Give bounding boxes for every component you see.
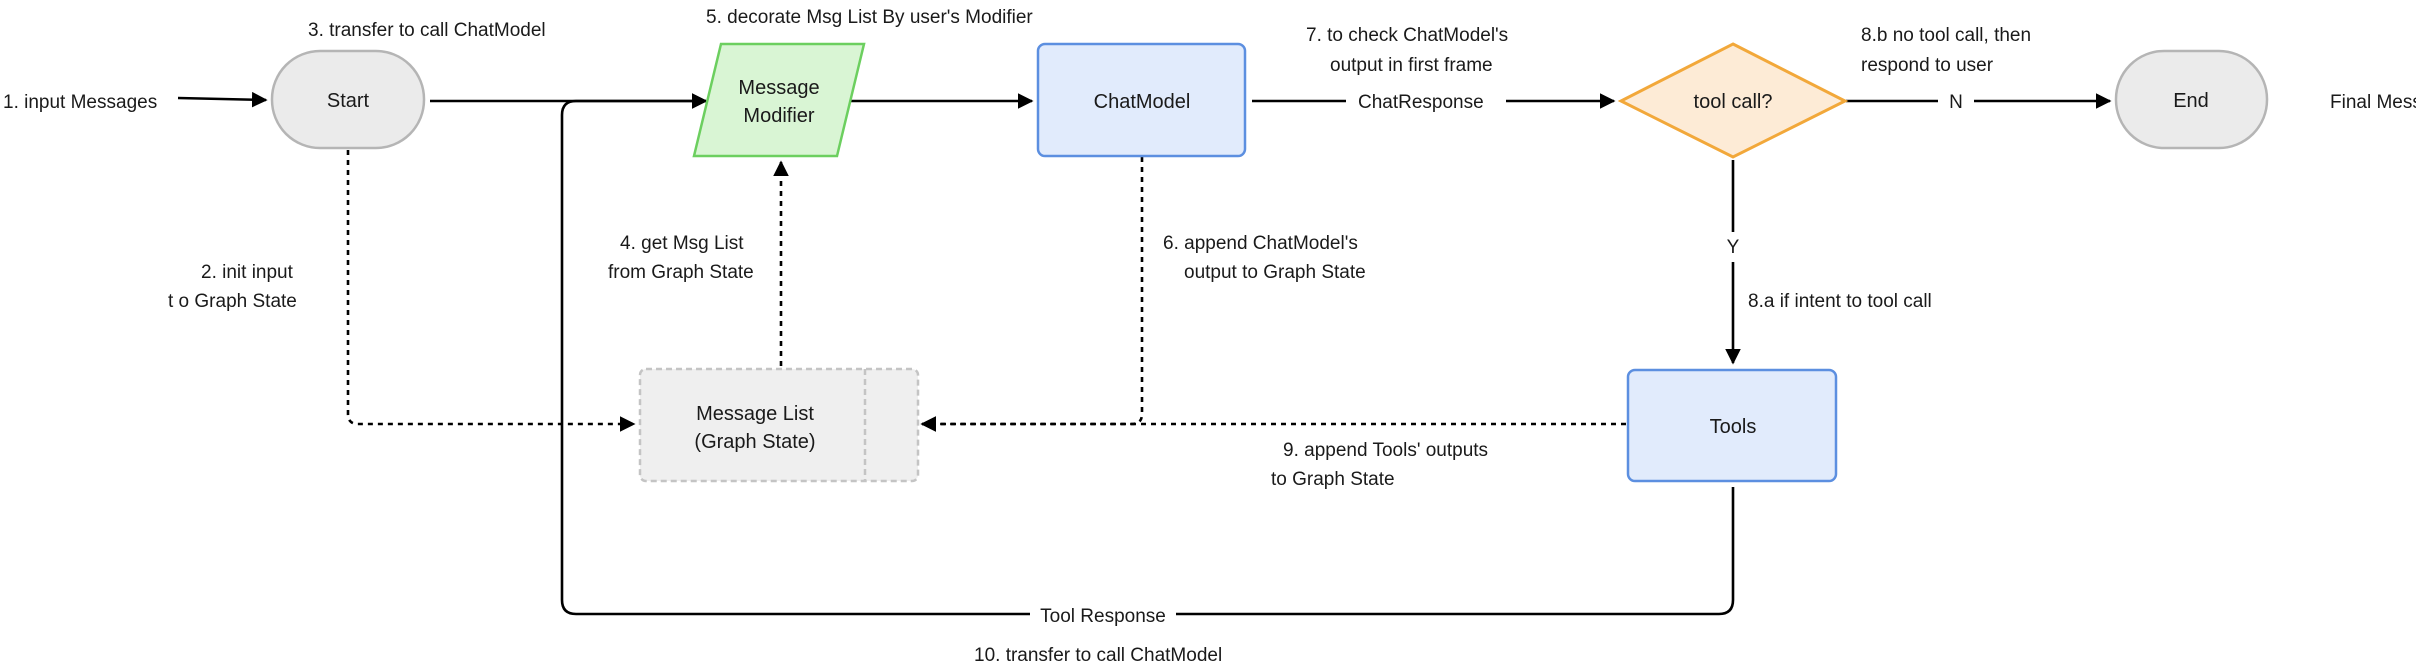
label-append-tools-2: to Graph State	[1271, 469, 1395, 490]
label-append-tools-1: 9. append Tools' outputs	[1283, 440, 1488, 461]
tool-call-decision-label: tool call?	[1694, 91, 1773, 113]
label-init-input-2: t o Graph State	[168, 291, 297, 312]
end-node-label: End	[2173, 90, 2209, 112]
chatmodel-node-label: ChatModel	[1094, 91, 1191, 113]
arrow-input-to-start	[177, 91, 268, 108]
label-decorate: 5. decorate Msg List By user's Modifier	[706, 7, 1033, 28]
message-modifier-label-2: Modifier	[743, 105, 814, 127]
label-check-output-2: output in first frame	[1330, 55, 1493, 76]
label-transfer-call: 3. transfer to call ChatModel	[308, 20, 546, 41]
label-append-chatmodel-1: 6. append ChatModel's	[1163, 233, 1358, 254]
line-tools-to-response	[1176, 487, 1735, 616]
label-get-msg-list-1: 4. get Msg List	[620, 233, 744, 254]
dashed-chatmodel-to-state	[920, 157, 1144, 432]
label-check-output-1: 7. to check ChatModel's	[1306, 25, 1508, 46]
end-node	[2114, 49, 2269, 150]
tools-node	[1626, 368, 1838, 483]
label-get-msg-list-2: from Graph State	[608, 262, 754, 283]
label-no-tool-1: 8.b no tool call, then	[1861, 25, 2031, 46]
label-append-chatmodel-2: output to Graph State	[1184, 262, 1366, 283]
label-init-input-1: 2. init input	[201, 262, 294, 283]
label-input-messages: 1. input Messages	[3, 92, 157, 113]
dashed-start-to-state	[346, 150, 636, 432]
label-transfer-call-10: 10. transfer to call ChatModel	[974, 645, 1222, 664]
arrow-tool-response-loop	[560, 93, 1030, 616]
message-modifier-node	[692, 42, 866, 158]
message-modifier-label-1: Message	[738, 77, 819, 99]
message-list-label-1: Message List	[696, 403, 814, 425]
label-tool-response: Tool Response	[1040, 606, 1166, 627]
start-node	[270, 49, 426, 150]
message-list-state-node	[638, 367, 920, 483]
tools-node-label: Tools	[1710, 416, 1757, 438]
label-final-message: Final Message	[2330, 92, 2416, 113]
label-no: N	[1949, 92, 1963, 113]
label-chat-response: ChatResponse	[1358, 92, 1484, 113]
start-node-label: Start	[327, 90, 370, 112]
label-no-tool-2: respond to user	[1861, 55, 1994, 76]
chatmodel-node	[1036, 42, 1247, 158]
label-yes: Y	[1727, 237, 1740, 258]
label-if-intent: 8.a if intent to tool call	[1748, 291, 1932, 312]
message-list-label-2: (Graph State)	[694, 431, 815, 453]
tool-call-decision-node	[1617, 42, 1849, 159]
